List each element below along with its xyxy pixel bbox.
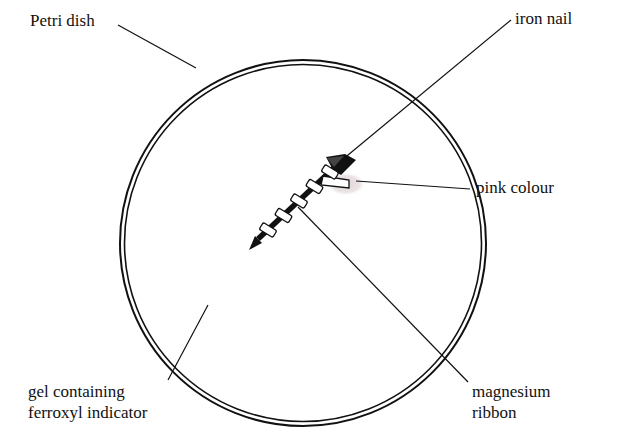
ribbon-coil [275, 208, 293, 223]
colour-label: pink colour [476, 177, 596, 198]
leader-line [356, 181, 470, 189]
gel-label: gel containing ferroxyl indicator [28, 381, 178, 423]
ribbon-coil [306, 179, 324, 194]
ribbon-coil [290, 193, 308, 208]
ribbon-label: magnesium ribbon [472, 381, 572, 423]
dish-label: Petri dish [30, 10, 140, 31]
ribbon-coil [259, 222, 277, 237]
magnesium-ribbon [259, 164, 349, 237]
leader-line [168, 305, 208, 380]
nail-tip [249, 236, 262, 250]
leader-line [342, 20, 511, 160]
ribbon-coil [321, 164, 339, 179]
nail-label: iron nail [515, 8, 610, 29]
nail-head [327, 156, 344, 167]
leader-line [298, 207, 468, 382]
iron-nail [249, 154, 356, 250]
petri-dish-rim [125, 65, 482, 422]
petri-dish-rim [120, 60, 486, 426]
leader-line [118, 25, 196, 68]
